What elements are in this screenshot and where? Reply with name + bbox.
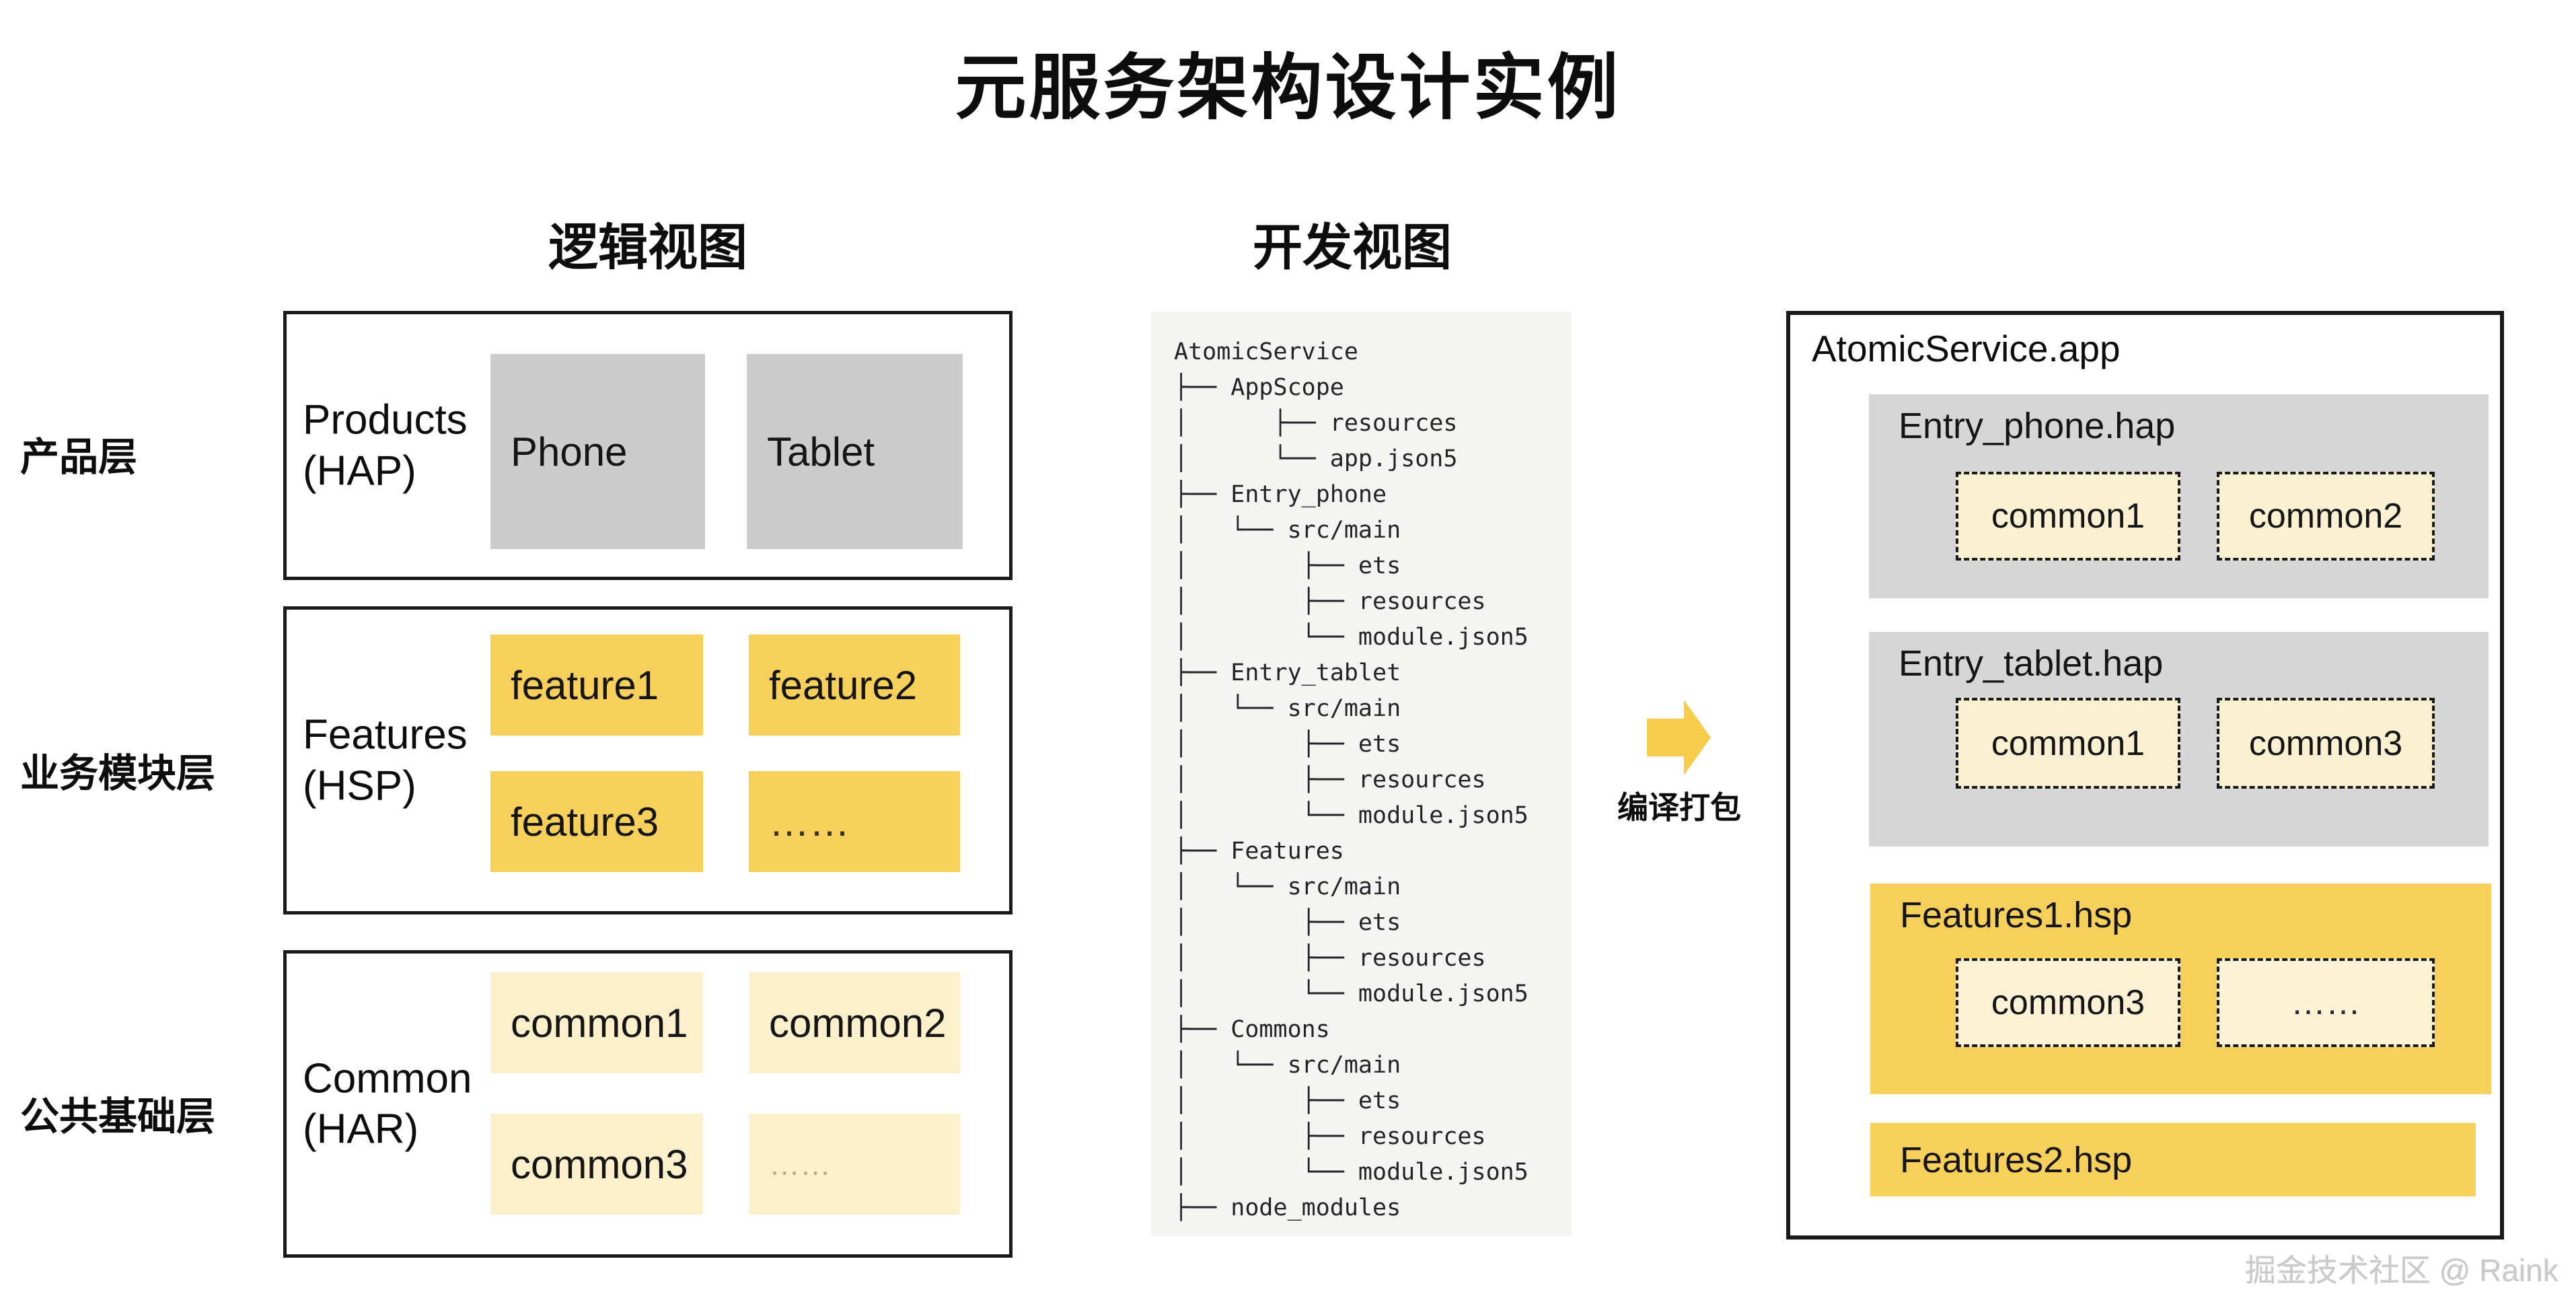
module-common2: common2	[749, 972, 960, 1073]
features2-hsp-title: Features2.hsp	[1900, 1139, 2133, 1180]
entry-tablet-common1: common1	[1956, 698, 2180, 789]
entry-tablet-common3: common3	[2217, 698, 2435, 789]
entry-tablet-hap-panel: Entry_tablet.hap common1 common3	[1869, 632, 2489, 847]
watermark: 掘金技术社区 @ Raink	[2245, 1253, 2559, 1288]
common-group-label: Common (HAR)	[303, 1053, 472, 1155]
features-layer-box: Features (HSP) feature1 feature2 feature…	[283, 606, 1013, 914]
entry-phone-common1: common1	[1956, 472, 2180, 561]
features1-hsp-title: Features1.hsp	[1900, 895, 2133, 935]
dev-file-tree-panel: AtomicService ├── AppScope │ ├── resourc…	[1151, 312, 1572, 1236]
entry-phone-hap-title: Entry_phone.hap	[1899, 406, 2176, 446]
features1-common3: common3	[1956, 958, 2180, 1047]
features-group-label: Features (HSP)	[303, 709, 468, 811]
module-feature1: feature1	[490, 635, 703, 735]
features1-more: ……	[2217, 958, 2435, 1047]
heading-dev-view: 开发视图	[1253, 219, 1452, 275]
compile-package-label: 编译打包	[1617, 790, 1741, 825]
module-common1: common1	[490, 972, 703, 1073]
heading-logical-view: 逻辑视图	[548, 219, 747, 275]
atomicservice-app-box: AtomicService.app Entry_phone.hap common…	[1786, 311, 2504, 1240]
module-phone: Phone	[490, 354, 705, 549]
module-tablet: Tablet	[747, 354, 963, 549]
common-layer-box: Common (HAR) common1 common2 common3 ……	[283, 950, 1013, 1258]
features1-hsp-panel: Features1.hsp common3 ……	[1870, 884, 2491, 1094]
features2-hsp-panel: Features2.hsp	[1870, 1123, 2476, 1196]
common-group-sub: (HAR)	[303, 1106, 419, 1153]
row-label-business-module-layer: 业务模块层	[20, 752, 216, 795]
row-label-common-base-layer: 公共基础层	[20, 1095, 216, 1139]
module-feature3: feature3	[490, 771, 703, 872]
entry-tablet-hap-title: Entry_tablet.hap	[1899, 643, 2164, 684]
module-common3: common3	[490, 1114, 703, 1215]
features-group-sub: (HSP)	[303, 762, 416, 809]
products-group-sub: (HAP)	[303, 447, 416, 494]
common-group-name: Common	[303, 1054, 472, 1102]
products-group-label: Products (HAP)	[303, 394, 468, 496]
features-group-name: Features	[303, 711, 468, 758]
products-group-name: Products	[303, 396, 468, 443]
dev-file-tree: AtomicService ├── AppScope │ ├── resourc…	[1174, 338, 1529, 1221]
page-title: 元服务架构设计实例	[955, 48, 1621, 128]
app-box-title: AtomicService.app	[1812, 328, 2121, 369]
compile-arrow-icon	[1647, 700, 1711, 775]
module-common-more: ……	[749, 1114, 960, 1215]
products-layer-box: Products (HAP) Phone Tablet	[283, 311, 1013, 580]
module-feature2: feature2	[749, 635, 960, 735]
entry-phone-common2: common2	[2217, 472, 2435, 561]
row-label-product-layer: 产品层	[20, 435, 138, 479]
module-feature-more: ……	[749, 771, 960, 872]
entry-phone-hap-panel: Entry_phone.hap common1 common2	[1869, 394, 2489, 598]
